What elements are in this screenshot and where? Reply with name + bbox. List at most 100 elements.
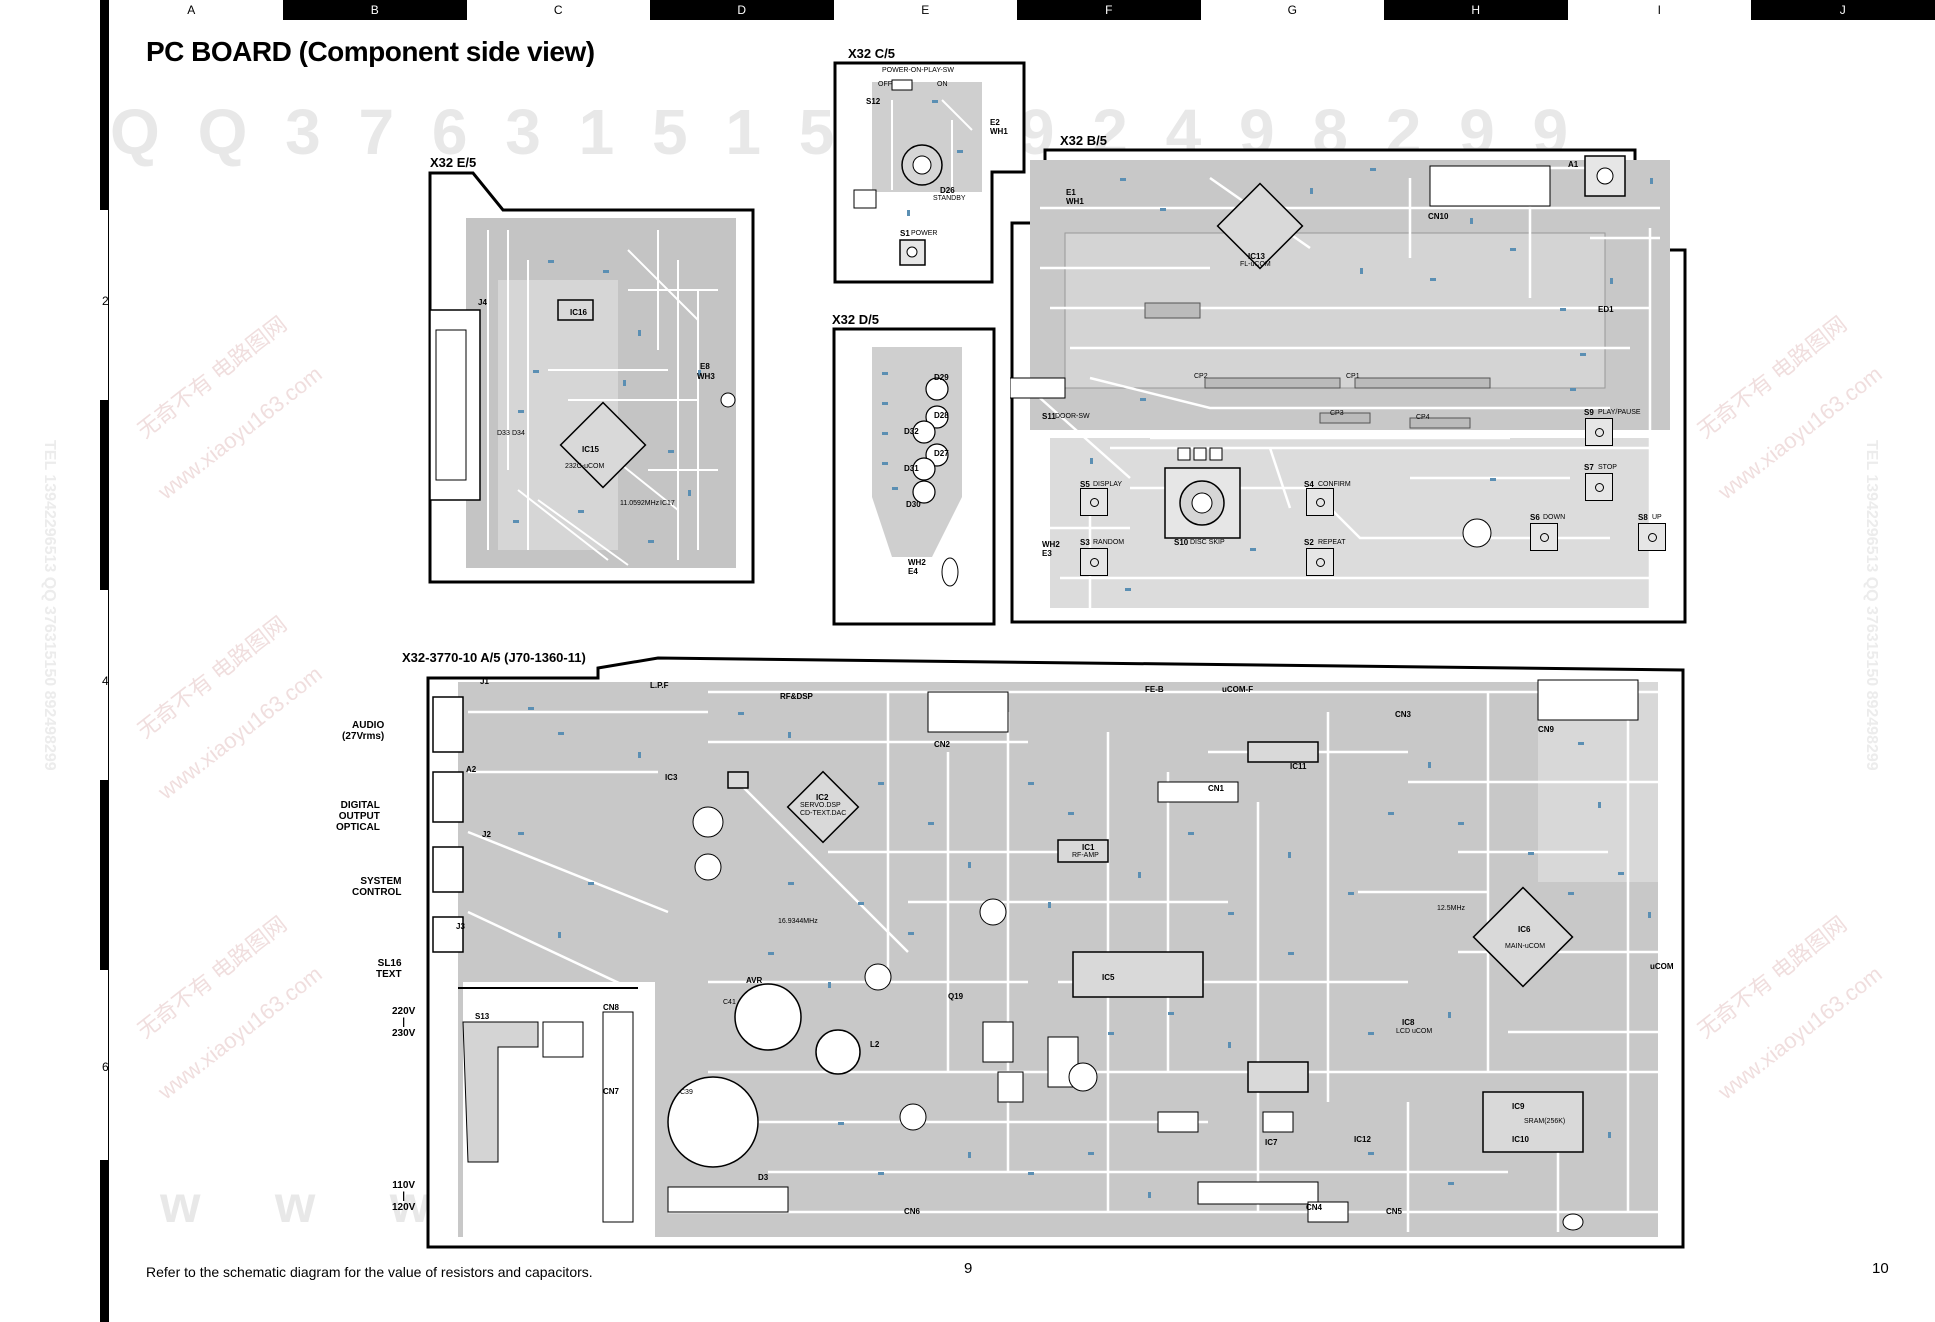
column-label: B — [283, 0, 467, 20]
button-s4-confirm — [1306, 488, 1334, 516]
watermark-site: 无奇不有 电路图网 — [1692, 911, 1852, 1044]
component-main-ucom: MAIN-uCOM — [1505, 943, 1546, 950]
component-d31: D31 — [904, 464, 919, 473]
component-cp2: CP2 — [1194, 373, 1208, 380]
row-ruler-edge — [100, 0, 109, 1322]
component-ic7: IC7 — [1265, 1138, 1278, 1147]
section-fe-b: FE-B — [1145, 685, 1164, 694]
component-ic2: IC2 — [816, 793, 829, 802]
component-confirm: CONFIRM — [1318, 481, 1351, 488]
component-j4: J4 — [478, 298, 487, 307]
column-label: G — [1201, 0, 1385, 20]
column-label: C — [467, 0, 651, 20]
component-d3: D3 — [758, 1173, 769, 1182]
component-play-pause: PLAY/PAUSE — [1598, 409, 1641, 416]
component-ic8: IC8 — [1402, 1018, 1415, 1027]
button-s8-up — [1638, 523, 1666, 551]
component-ic9: IC9 — [1512, 1102, 1525, 1111]
watermark-side: TEL 13942296513 QQ 376315150 892498299 — [41, 440, 58, 771]
side-label-sl16-text: SL16 TEXT — [376, 958, 402, 980]
component-a2: A2 — [466, 765, 477, 774]
component-j2: J2 — [482, 830, 491, 839]
board-a5 — [426, 656, 1685, 1249]
column-label: I — [1568, 0, 1752, 20]
watermark-site: 无奇不有 电路图网 — [1692, 311, 1852, 444]
button-s3-random — [1080, 548, 1108, 576]
section-ucom-f: uCOM-F — [1222, 685, 1254, 694]
component-d34: D34 — [512, 430, 525, 437]
component-crystal: 11.0592MHz — [620, 500, 660, 507]
component-d33: D33 — [497, 430, 510, 437]
component-e4: E4 — [908, 567, 918, 576]
component-cn3: CN3 — [1395, 710, 1412, 719]
component-power-on-play-sw: POWER-ON-PLAY-SW — [882, 67, 954, 74]
component-s4: S4 — [1304, 480, 1314, 489]
column-label: E — [834, 0, 1018, 20]
row-label: 2 — [102, 294, 109, 308]
component-s11: S11 — [1042, 412, 1056, 421]
component-d26: D26 — [940, 186, 955, 195]
board-c5 — [833, 61, 1026, 284]
component-rf-amp: RF-AMP — [1072, 852, 1099, 859]
component-232c-ucom: 232C-uCOM — [565, 463, 605, 470]
component-door-sw: DOOR-SW — [1055, 413, 1090, 420]
column-ruler: A B C D E F G H I J — [100, 0, 1935, 20]
component-cp3: CP3 — [1330, 410, 1344, 417]
component-s12: S12 — [866, 97, 881, 106]
component-ic6: IC6 — [1518, 925, 1531, 934]
component-s1: S1 — [900, 229, 910, 238]
component-cn8: CN8 — [603, 1003, 620, 1012]
watermark-side: TEL 13942296513 QQ 376315150 892498299 — [1863, 440, 1880, 771]
component-stop: STOP — [1598, 464, 1617, 471]
component-ed1: ED1 — [1598, 305, 1614, 314]
component-e2: E2 — [990, 118, 1000, 127]
section-ucom: uCOM — [1650, 962, 1674, 971]
row-band — [100, 0, 108, 210]
component-s7: S7 — [1584, 463, 1594, 472]
board-e5 — [428, 171, 755, 584]
component-cn6: CN6 — [904, 1207, 921, 1216]
column-label: A — [100, 0, 284, 20]
row-label: 5 — [102, 864, 109, 878]
component-ic10: IC10 — [1512, 1135, 1529, 1144]
button-s9-play-pause — [1585, 418, 1613, 446]
component-disc-skip: DISC SKIP — [1190, 539, 1225, 546]
component-cp4: CP4 — [1416, 414, 1430, 421]
board-label-c5: X32 C/5 — [848, 46, 895, 61]
component-s5: S5 — [1080, 480, 1090, 489]
component-crystal-169344: 16.9344MHz — [778, 918, 818, 925]
column-label: J — [1751, 0, 1935, 20]
side-label-110v: 110V | 120V — [392, 1180, 416, 1213]
button-s6-down — [1530, 523, 1558, 551]
component-servo-dsp: SERVO.DSP — [800, 802, 841, 809]
switch-on-label: ON — [937, 81, 948, 88]
component-random: RANDOM — [1093, 539, 1125, 546]
component-l2: L2 — [870, 1040, 880, 1049]
component-d29: D29 — [934, 373, 949, 382]
component-s6: S6 — [1530, 513, 1540, 522]
watermark-site: 无奇不有 电路图网 — [132, 911, 292, 1044]
board-label-a5: X32-3770-10 A/5 (J70-1360-11) — [402, 650, 586, 665]
switch-off-label: OFF — [878, 81, 892, 88]
component-up: UP — [1652, 514, 1662, 521]
row-band — [100, 400, 108, 590]
watermark-site: www.xiaoyu163.com — [153, 661, 327, 805]
component-cn2: CN2 — [934, 740, 951, 749]
component-d30: D30 — [906, 500, 921, 509]
board-b5 — [1010, 148, 1687, 624]
button-s2-repeat — [1306, 548, 1334, 576]
component-repeat: REPEAT — [1318, 539, 1346, 546]
component-ic5: IC5 — [1102, 973, 1115, 982]
component-s3: S3 — [1080, 538, 1090, 547]
component-fl-ucom: FL-uCOM — [1240, 261, 1271, 268]
component-j1: J1 — [480, 677, 489, 686]
column-label: F — [1017, 0, 1201, 20]
component-lcd-ucom: LCD uCOM — [1396, 1028, 1433, 1035]
component-cn4: CN4 — [1306, 1203, 1323, 1212]
component-cn5: CN5 — [1386, 1207, 1403, 1216]
component-cn7: CN7 — [603, 1087, 620, 1096]
component-wh3: WH3 — [697, 372, 715, 381]
side-label-audio: AUDIO (27Vrms) — [342, 720, 385, 742]
component-sram-256k: SRAM(256K) — [1524, 1118, 1566, 1125]
